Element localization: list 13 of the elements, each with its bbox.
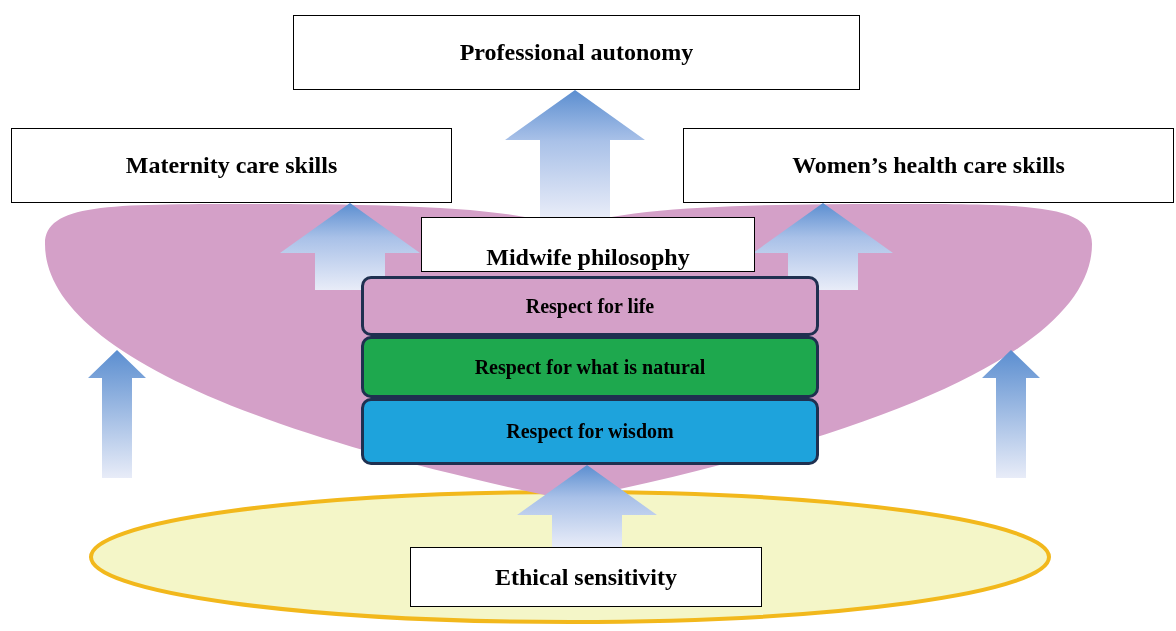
concept-box: Midwife philosophy [421,217,755,272]
philosophy-layer: Respect for life [361,276,819,336]
philosophy-layer: Respect for what is natural [361,336,819,398]
concept-box: Ethical sensitivity [410,547,762,607]
block-arrow [753,203,893,290]
block-arrow [505,90,645,217]
concept-box: Maternity care skills [11,128,452,203]
philosophy-layer: Respect for wisdom [361,398,819,465]
concept-box: Professional autonomy [293,15,860,90]
concept-box: Women’s health care skills [683,128,1174,203]
ellipse-shape [88,489,1052,625]
block-arrow [517,465,657,547]
block-arrow [280,203,420,290]
